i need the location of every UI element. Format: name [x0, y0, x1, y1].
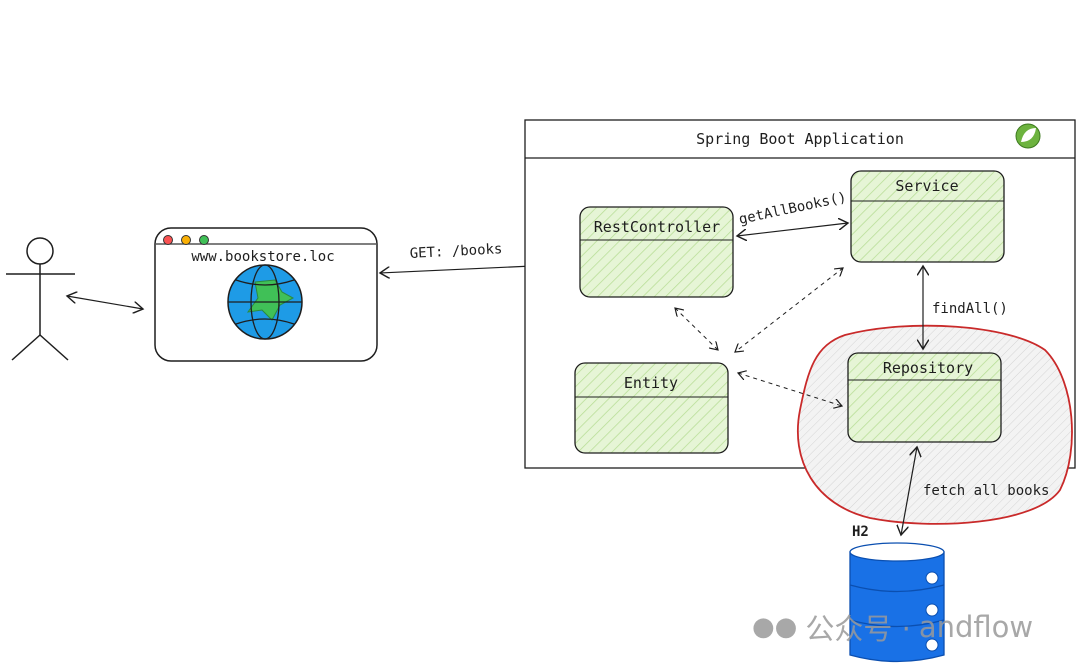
get-books-label: GET: /books — [409, 241, 502, 262]
controller-entity-arrow — [675, 308, 718, 350]
database-label: H2 — [852, 524, 869, 540]
repository-db-arrow — [901, 447, 917, 535]
repository-box: Repository — [847, 352, 1002, 443]
app-title: Spring Boot Application — [696, 130, 904, 148]
watermark-prefix: 公众号 · — [805, 612, 911, 646]
rest-controller-box: RestController — [579, 206, 734, 298]
entity-label: Entity — [624, 374, 678, 392]
browser-url: www.bookstore.loc — [191, 249, 334, 265]
controller-service-arrow — [737, 223, 848, 236]
database-icon: H2 — [849, 524, 945, 663]
repository-entity-arrow — [738, 373, 842, 406]
find-all-label: findAll() — [932, 301, 1008, 317]
service-label: Service — [895, 177, 958, 195]
watermark-name: andflow — [918, 610, 1034, 644]
minimize-dot-icon — [181, 235, 191, 245]
fetch-all-books-label: fetch all books — [923, 483, 1049, 499]
user-stick-figure — [6, 237, 75, 361]
globe-icon — [227, 264, 303, 340]
spring-leaf-icon — [1015, 123, 1041, 149]
entity-box: Entity — [574, 362, 729, 454]
service-box: Service — [850, 170, 1005, 263]
repository-label: Repository — [883, 359, 973, 377]
maximize-dot-icon — [199, 235, 209, 245]
watermark: ●● 公众号 · andflow — [752, 606, 1033, 648]
close-dot-icon — [163, 235, 173, 245]
user-browser-arrow — [67, 296, 143, 309]
service-entity-arrow — [735, 268, 843, 352]
rest-controller-label: RestController — [594, 218, 720, 236]
wechat-icon: ●● — [752, 612, 798, 642]
browser-window: www.bookstore.loc — [154, 227, 378, 362]
